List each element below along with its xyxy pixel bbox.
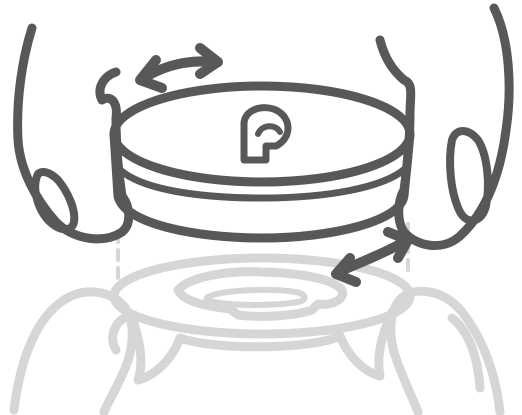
logo-icon bbox=[240, 104, 292, 164]
lower-rotation-arrow-icon bbox=[331, 227, 413, 287]
cap-assembly bbox=[13, 3, 514, 287]
cap-mid-band bbox=[114, 164, 410, 202]
base-inner-slot bbox=[203, 286, 308, 308]
left-hand-thumb bbox=[31, 168, 79, 234]
cap-top-face bbox=[109, 81, 415, 187]
base-leg-right bbox=[335, 307, 397, 381]
lower-finger-left bbox=[108, 313, 129, 355]
right-hand bbox=[375, 3, 514, 251]
base-bayonet-ring bbox=[173, 267, 348, 321]
base-leg-left bbox=[127, 313, 185, 385]
left-hand bbox=[13, 23, 134, 244]
base-socket bbox=[9, 222, 505, 415]
lower-hand-left bbox=[9, 287, 137, 415]
cap-side-wall bbox=[109, 129, 415, 243]
lower-finger-right bbox=[447, 313, 485, 393]
right-hand-thumb bbox=[446, 127, 492, 225]
lower-hand-right bbox=[386, 286, 505, 415]
base-lower-rim bbox=[175, 331, 345, 352]
upper-rotation-arrow-icon bbox=[135, 43, 223, 93]
